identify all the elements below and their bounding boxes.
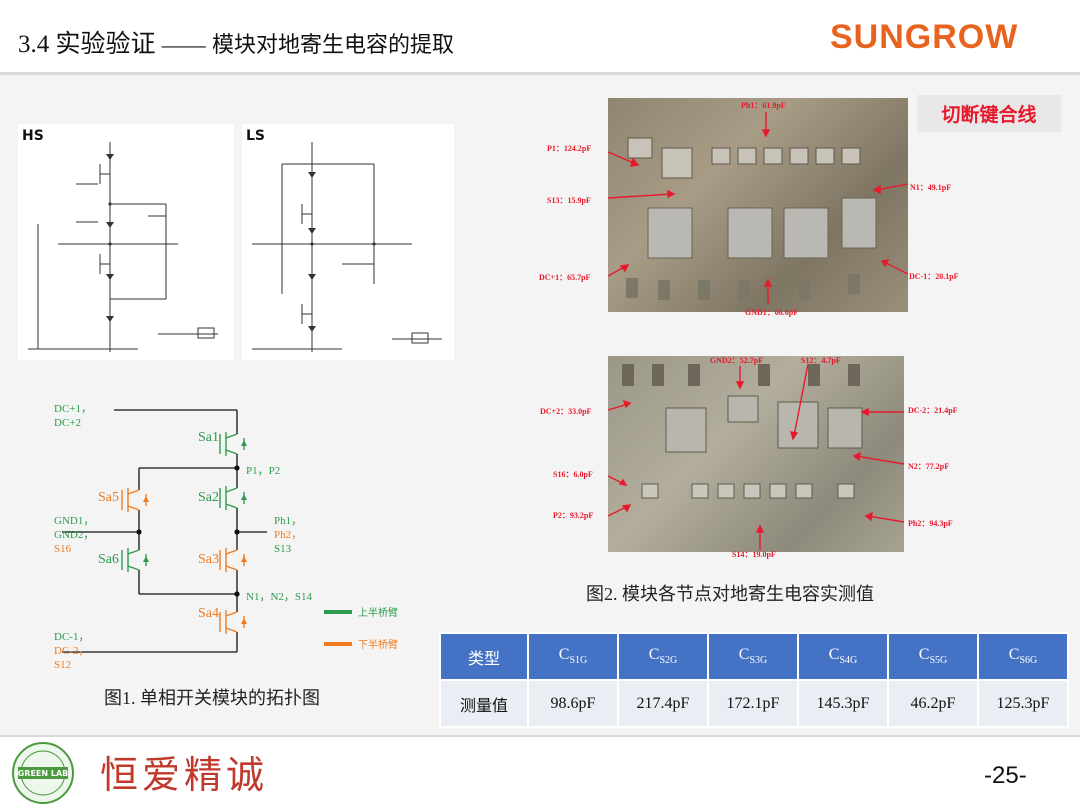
seal-text: GREEN LAB xyxy=(18,769,69,778)
table-header-cs2g: CS2G xyxy=(617,632,709,681)
module-photo-top xyxy=(607,98,909,312)
table-header-cs5g: CS5G xyxy=(887,632,979,681)
ls-label: LS xyxy=(246,128,265,144)
footer-divider xyxy=(0,735,1080,737)
section-number: 3.4 xyxy=(18,31,50,58)
hs-label: HS xyxy=(22,128,44,144)
table-row-label: 测量值 xyxy=(439,679,529,728)
greenlab-seal-logo: GREEN LAB xyxy=(10,740,92,806)
hs-schematic: HS xyxy=(18,124,234,360)
table-header-cs3g: CS3G xyxy=(707,632,799,681)
table-header-cs6g: CS6G xyxy=(977,632,1069,681)
cap-label-dc-minus2: DC-2：21.4pF xyxy=(908,406,958,415)
label-dc-plus: DC+1，DC+2 xyxy=(54,403,92,429)
title-main: 实验验证 xyxy=(55,29,156,58)
motto-calligraphy: 恒爱精诚 xyxy=(100,753,269,797)
figure1-caption: 图1. 单相开关模块的拓扑图 xyxy=(104,688,320,708)
cap-label-s14: S14：19.0pF xyxy=(732,550,776,559)
switch-sa4: Sa4 xyxy=(198,606,219,621)
topology-diagram: DC+1，DC+2 P1，P2 GND1，GND2，S16 Ph1，Ph2，S1… xyxy=(52,398,422,698)
cap-label-n1: N1：49.1pF xyxy=(910,183,952,192)
switch-sa1: Sa1 xyxy=(198,430,219,445)
label-ph: Ph1，Ph2，S13 xyxy=(274,515,303,555)
cap-label-dc-plus1: DC+1：65.7pF xyxy=(539,273,591,282)
title-dash: —— xyxy=(161,32,206,57)
switch-sa2: Sa2 xyxy=(198,490,219,505)
cap-label-ph2: Ph2：94.3pF xyxy=(908,519,953,528)
table-cell: 172.1pF xyxy=(707,679,799,728)
upper-arm-switches xyxy=(121,432,245,572)
legend-lower-label: 下半桥臂 xyxy=(358,640,398,651)
table-cell: 145.3pF xyxy=(797,679,889,728)
header-divider xyxy=(0,72,1080,75)
cap-label-ph1: Ph1：61.9pF xyxy=(741,101,786,110)
label-n: N1，N2，S14 xyxy=(246,591,313,603)
cap-label-dc-plus2: DC+2：33.0pF xyxy=(540,407,592,416)
cap-label-gnd2: GND2：52.7pF xyxy=(710,356,764,365)
cap-label-gnd1: GND1：66.6pF xyxy=(745,308,799,317)
cap-label-dc-minus1: DC-1：20.1pF xyxy=(909,272,959,281)
label-gnd: GND1，GND2，S16 xyxy=(54,515,95,555)
table-header-cs4g: CS4G xyxy=(797,632,889,681)
brand-logo: SUNGROW xyxy=(830,18,1019,56)
label-dc-minus: DC-1，DC-2，S12 xyxy=(54,631,90,671)
table-header-cs1g: CS1G xyxy=(527,632,619,681)
legend-upper-label: 上半桥臂 xyxy=(358,608,398,619)
cut-bondwire-label: 切断键合线 xyxy=(917,95,1061,132)
table-cell: 217.4pF xyxy=(617,679,709,728)
table-cell: 46.2pF xyxy=(887,679,979,728)
switch-sa3: Sa3 xyxy=(198,552,219,567)
table-row: 测量值 98.6pF 217.4pF 172.1pF 145.3pF 46.2p… xyxy=(439,679,1069,728)
cap-label-p2: P2：93.2pF xyxy=(553,511,594,520)
table-header-type: 类型 xyxy=(439,632,529,681)
lower-arm-switches xyxy=(121,488,245,634)
cap-label-s16: S16：6.0pF xyxy=(553,470,593,479)
table-cell: 98.6pF xyxy=(527,679,619,728)
figure2-caption: 图2. 模块各节点对地寄生电容实测值 xyxy=(586,584,874,604)
module-photo-bottom xyxy=(607,356,905,552)
capacitance-table: 类型 CS1G CS2G CS3G CS4G CS5G CS6G 测量值 98.… xyxy=(439,632,1069,728)
cap-label-s13: S13：15.9pF xyxy=(547,196,591,205)
ls-schematic: LS xyxy=(242,124,454,360)
page-title: 3.4 实验验证 —— 模块对地寄生电容的提取 xyxy=(18,24,454,60)
table-cell: 125.3pF xyxy=(977,679,1069,728)
title-subtitle: 模块对地寄生电容的提取 xyxy=(212,33,455,58)
cap-label-n2: N2：77.2pF xyxy=(908,462,950,471)
label-p: P1，P2 xyxy=(246,465,281,477)
cap-label-p1: P1：124.2pF xyxy=(547,144,592,153)
switch-sa6: Sa6 xyxy=(98,552,119,567)
table-header-row: 类型 CS1G CS2G CS3G CS4G CS5G CS6G xyxy=(439,632,1069,681)
switch-sa5: Sa5 xyxy=(98,490,119,505)
page-number: -25- xyxy=(984,762,1027,789)
cap-label-s12: S12：4.7pF xyxy=(801,356,841,365)
